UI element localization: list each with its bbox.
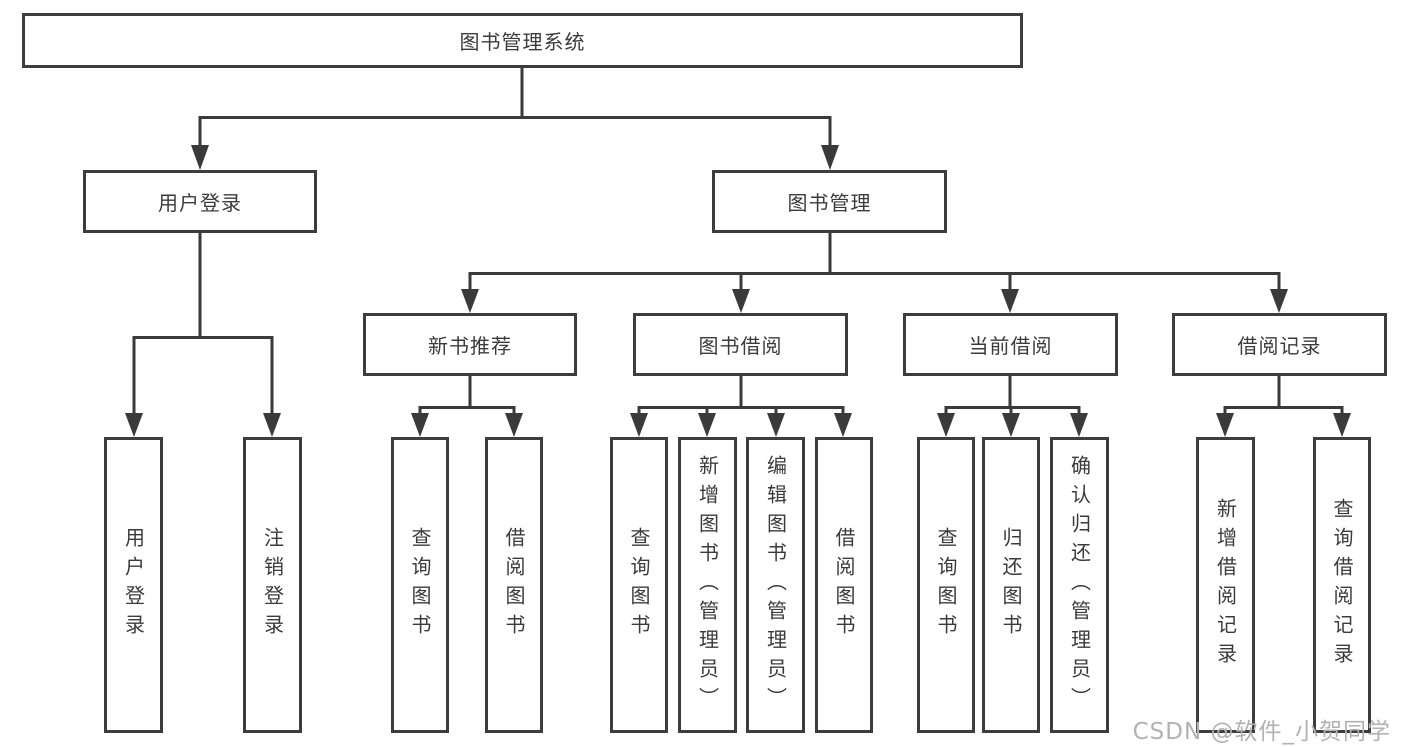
node-label: 图书借阅 xyxy=(698,334,783,358)
node-label: 查询借阅记录 xyxy=(1330,498,1354,672)
csdn-watermark: CSDN @软件_小贺同学 xyxy=(1132,719,1391,745)
node-book-management: 图书管理 xyxy=(712,170,947,233)
leaf-add-book-admin: 新增图书（管理员） xyxy=(678,437,737,733)
node-label: 借阅图书 xyxy=(832,527,856,643)
node-label: 查询图书 xyxy=(627,527,651,643)
node-book-borrowing: 图书借阅 xyxy=(633,313,848,376)
leaf-borrow-book-recommend: 借阅图书 xyxy=(485,437,543,733)
node-label: 新增借阅记录 xyxy=(1213,498,1238,672)
node-label: 注销登录 xyxy=(260,527,285,643)
node-current-borrowing: 当前借阅 xyxy=(903,313,1118,376)
leaf-add-borrow-record: 新增借阅记录 xyxy=(1196,437,1255,733)
node-label: 借阅图书 xyxy=(502,527,526,643)
leaf-query-book-borrow: 查询图书 xyxy=(610,437,668,733)
node-label: 查询图书 xyxy=(408,527,432,643)
leaf-logout: 注销登录 xyxy=(243,437,302,733)
node-label: 当前借阅 xyxy=(968,334,1053,358)
node-user-login: 用户登录 xyxy=(83,170,317,233)
node-label: 新增图书（管理员） xyxy=(695,454,720,716)
leaf-return-book: 归还图书 xyxy=(982,437,1040,733)
leaf-query-book-current: 查询图书 xyxy=(917,437,975,733)
node-label: 图书管理系统 xyxy=(459,30,586,54)
node-label: 归还图书 xyxy=(999,527,1023,643)
leaf-query-book-recommend: 查询图书 xyxy=(391,437,449,733)
node-label: 用户登录 xyxy=(158,191,242,215)
node-label: 新书推荐 xyxy=(428,334,512,358)
leaf-edit-book-admin: 编辑图书（管理员） xyxy=(746,437,805,733)
node-label: 查询图书 xyxy=(934,527,958,643)
node-label: 图书管理 xyxy=(787,191,872,215)
node-label: 确认归还（管理员） xyxy=(1067,454,1092,716)
node-label: 用户登录 xyxy=(121,527,146,643)
node-borrowing-records: 借阅记录 xyxy=(1172,313,1387,376)
node-label: 借阅记录 xyxy=(1237,334,1322,358)
node-label: 编辑图书（管理员） xyxy=(763,454,788,716)
leaf-user-login: 用户登录 xyxy=(104,437,163,733)
arrowheads xyxy=(125,145,1351,437)
leaf-borrow-book: 借阅图书 xyxy=(815,437,873,733)
leaf-query-borrow-record: 查询借阅记录 xyxy=(1313,437,1371,733)
node-book-management-system: 图书管理系统 xyxy=(22,13,1023,68)
leaf-confirm-return-admin: 确认归还（管理员） xyxy=(1050,437,1109,733)
node-new-book-recommend: 新书推荐 xyxy=(363,313,577,376)
